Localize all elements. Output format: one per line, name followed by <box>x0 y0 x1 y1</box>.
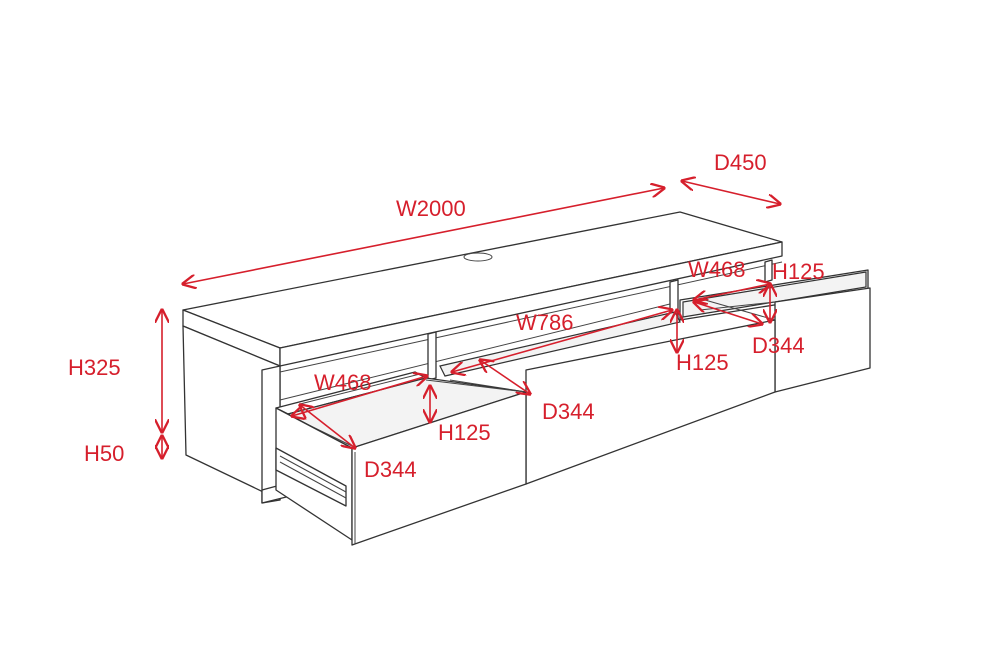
right-drawer-width-label: W468 <box>688 257 745 282</box>
divider-left <box>427 331 437 381</box>
center-drawer-depth-label: D344 <box>542 399 595 424</box>
left-drawer-height-label: H125 <box>438 420 491 445</box>
left-drawer-depth-label: D344 <box>364 457 417 482</box>
left-drawer-front <box>351 391 527 546</box>
right-drawer-depth-arrow <box>694 302 762 324</box>
divider-far-right <box>764 259 773 283</box>
overall-width-arrow <box>183 188 664 284</box>
dimension-labels: W2000 D450 H325 H50 W468 H125 D344 W786 … <box>68 150 825 482</box>
drawer-slide-rail <box>275 447 347 507</box>
overall-height-label: H325 <box>68 355 121 380</box>
right-drawer-depth-label: D344 <box>752 333 805 358</box>
dimension-lines <box>162 181 780 458</box>
right-drawer-height-label: H125 <box>772 259 825 284</box>
right-drawer-width-arrow <box>694 284 770 300</box>
overall-width-label: W2000 <box>396 196 466 221</box>
overall-depth-label: D450 <box>714 150 767 175</box>
overall-depth-arrow <box>682 181 780 204</box>
left-drawer-width-label: W468 <box>314 370 371 395</box>
center-drawer-depth-arrow <box>480 360 530 394</box>
center-drawer-width-label: W786 <box>516 310 573 335</box>
left-drawer-depth-arrow <box>300 405 355 448</box>
center-drawer-height-label: H125 <box>676 350 729 375</box>
leg-height-label: H50 <box>84 441 124 466</box>
